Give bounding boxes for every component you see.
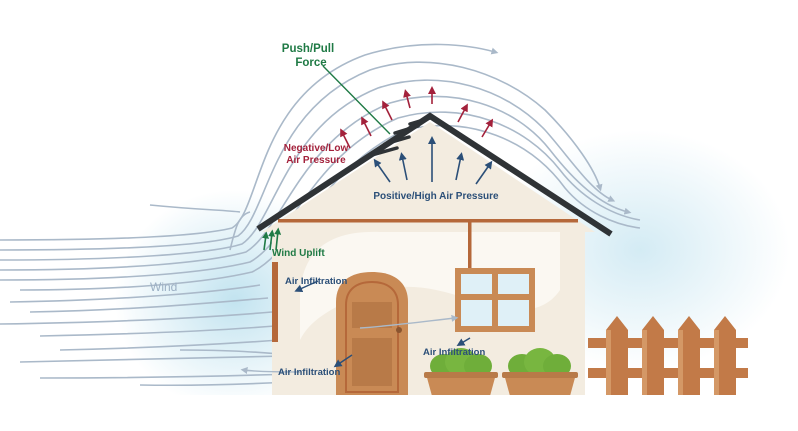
- door-panel-bottom: [352, 338, 392, 386]
- fence-highlight: [606, 330, 719, 396]
- side-window-frame: [272, 262, 278, 342]
- ground: [0, 395, 798, 431]
- wind-label: Wind: [150, 280, 177, 294]
- air-infiltration-label-window: Air Infiltration: [423, 347, 485, 358]
- negative-pressure-label-line1: Negative/Low: [284, 143, 349, 154]
- infiltration-streams: [240, 314, 459, 374]
- roof: [256, 112, 613, 237]
- air-infiltration-label-door: Air Infiltration: [278, 367, 340, 378]
- wind-uplift-arrows: [262, 227, 282, 251]
- house-wall-highlight: [300, 231, 560, 340]
- window-pane: [498, 274, 529, 294]
- push-pull-leader: [322, 65, 391, 135]
- positive-pressure-label: Positive/High Air Pressure: [373, 191, 499, 202]
- wind-streamlines: [0, 43, 641, 387]
- door-panel-top: [352, 302, 392, 328]
- planter-right: [502, 348, 578, 396]
- positive-pressure-arrows: [373, 136, 493, 185]
- lifted-shingles: [370, 116, 432, 157]
- planter-left: [424, 348, 498, 396]
- wind-uplift-label: Wind Uplift: [272, 248, 325, 259]
- push-pull-label-line2: Force: [295, 57, 326, 69]
- negative-pressure-arrows: [340, 86, 494, 149]
- push-pull-label-line1: Push/Pull: [282, 43, 334, 55]
- window-pane: [498, 300, 529, 326]
- air-infiltration-arrows: [294, 280, 471, 368]
- window-pane: [461, 274, 492, 294]
- window-pane: [461, 300, 492, 326]
- attic-trim: [278, 219, 578, 223]
- negative-pressure-label-line2: Air Pressure: [286, 155, 346, 166]
- house: [262, 122, 595, 395]
- door-knob: [396, 327, 402, 333]
- fence: [588, 316, 748, 396]
- air-infiltration-label-left: Air Infiltration: [285, 276, 347, 287]
- roof-line: [256, 112, 613, 237]
- door-panel-outline: [345, 280, 399, 393]
- wall-divider-trim: [468, 220, 472, 308]
